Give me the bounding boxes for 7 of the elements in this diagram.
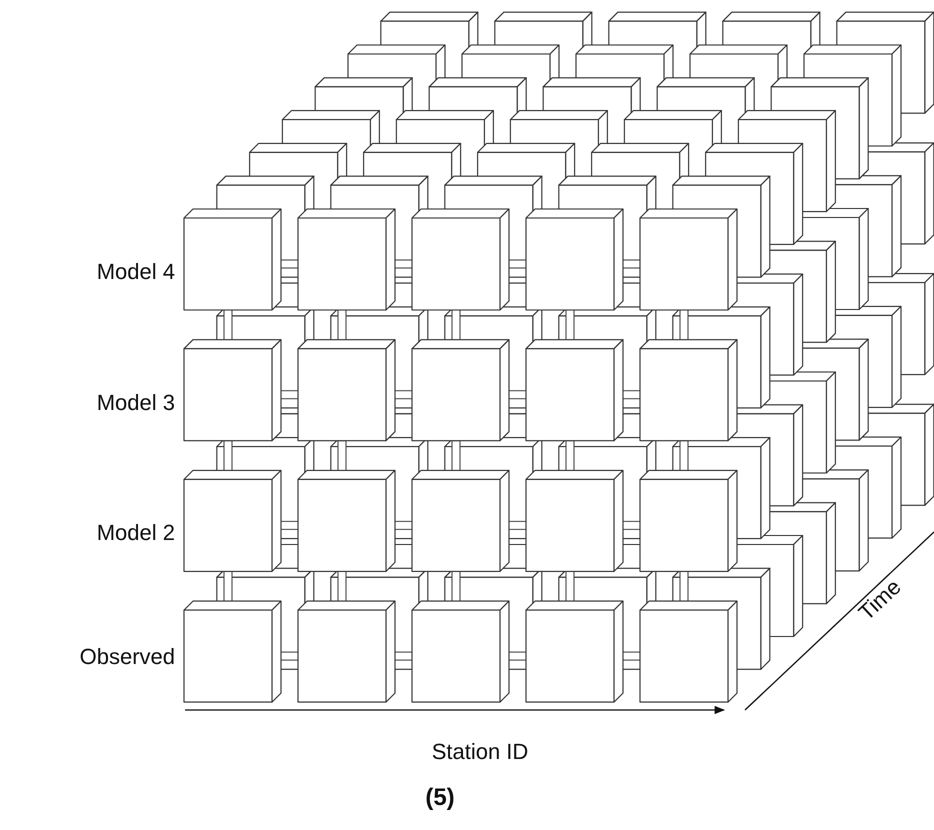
axis-label: Time	[854, 576, 906, 624]
row-label: Observed	[80, 646, 175, 668]
axis-label: Station ID	[432, 741, 528, 763]
row-label: Model 2	[96, 522, 175, 544]
row-label: Model 4	[96, 261, 175, 283]
panel-label: (5)	[425, 786, 455, 810]
row-label: Model 3	[96, 392, 175, 414]
